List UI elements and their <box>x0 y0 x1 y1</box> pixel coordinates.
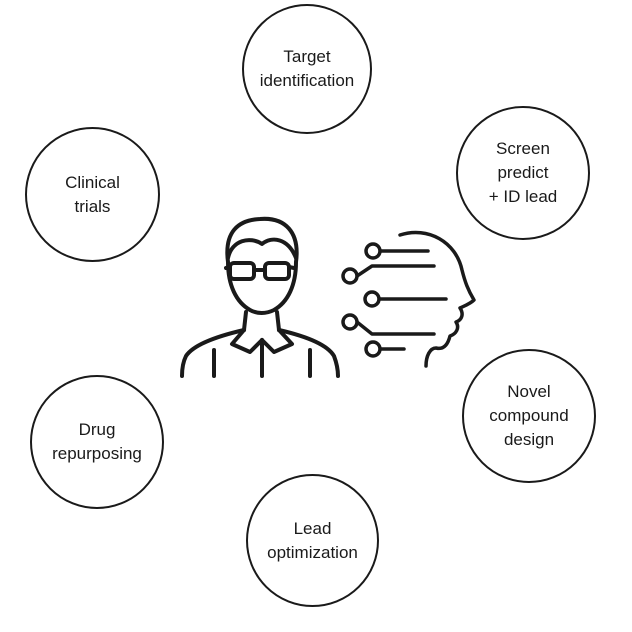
node-label: Target identification <box>259 47 355 90</box>
node-screen-predict: Screen predict + ID lead <box>456 106 590 240</box>
node-novel-compound-design: Novel compound design <box>462 349 596 483</box>
node-label: Drug repurposing <box>52 420 142 463</box>
node-drug-repurposing: Drug repurposing <box>30 375 164 509</box>
node-target-identification: Target identification <box>242 4 372 134</box>
node-clinical-trials: Clinical trials <box>25 127 160 262</box>
node-label: Clinical trials <box>65 172 120 216</box>
node-lead-optimization: Lead optimization <box>246 474 379 607</box>
node-label: Lead optimization <box>267 518 358 562</box>
node-label: Novel compound design <box>489 382 569 449</box>
node-label: Screen predict + ID lead <box>488 139 558 206</box>
